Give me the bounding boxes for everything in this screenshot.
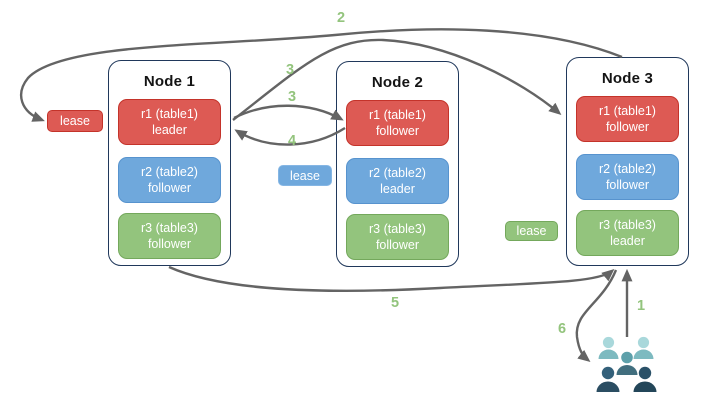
lease-badge-red: lease (47, 110, 103, 132)
node-2-box: Node 2 r1 (table1) follower r2 (table2) … (336, 61, 459, 267)
node-3-box: Node 3 r1 (table1) follower r2 (table2) … (566, 57, 689, 266)
node-1-box: Node 1 r1 (table1) leader r2 (table2) fo… (108, 60, 231, 266)
node-3-replica-r2: r2 (table2) follower (576, 154, 679, 200)
arrow-label-1: 1 (636, 298, 646, 314)
replica-role-label: leader (610, 234, 645, 248)
node-1-title: Node 1 (143, 73, 196, 90)
replica-role-label: follower (375, 124, 420, 138)
replica-role-label: follower (147, 237, 192, 251)
arrow-label-6: 6 (557, 321, 567, 337)
users-group-icon (596, 336, 657, 392)
replica-range-label: r2 (table2) (141, 164, 198, 179)
arrow-5-node1-to-node3 (168, 265, 615, 293)
replica-role-label: leader (152, 123, 187, 137)
person-front-left-icon (596, 366, 620, 392)
person-back-left-icon (598, 336, 619, 359)
replica-role-label: follower (147, 181, 192, 195)
replica-range-label: r1 (table1) (141, 106, 198, 121)
node-2-replica-r1: r1 (table1) follower (346, 100, 449, 146)
replica-range-label: r3 (table3) (369, 221, 426, 236)
node-3-title: Node 3 (601, 70, 654, 87)
node-3-replica-r1: r1 (table1) follower (576, 96, 679, 142)
node-1-replica-r2: r2 (table2) follower (118, 157, 221, 203)
node-1-replica-r3: r3 (table3) follower (118, 213, 221, 259)
replica-role-label: follower (605, 178, 650, 192)
replica-range-label: r1 (table1) (369, 107, 426, 122)
node-1-replica-r1: r1 (table1) leader (118, 99, 221, 145)
replica-role-label: leader (380, 182, 415, 196)
replica-role-label: follower (605, 120, 650, 134)
replica-range-label: r3 (table3) (599, 217, 656, 232)
arrow-label-5: 5 (390, 295, 400, 311)
node-2-title: Node 2 (371, 74, 424, 91)
replica-range-label: r3 (table3) (141, 220, 198, 235)
replica-range-label: r2 (table2) (369, 165, 426, 180)
arrow-label-3b: 3 (287, 89, 297, 105)
node-3-replica-r3: r3 (table3) leader (576, 210, 679, 256)
node-2-replica-r3: r3 (table3) follower (346, 214, 449, 260)
person-front-right-icon (633, 366, 657, 392)
arrow-3-replicate-to-node2 (233, 104, 344, 121)
replica-range-label: r1 (table1) (599, 103, 656, 118)
replica-range-label: r2 (table2) (599, 161, 656, 176)
replica-role-label: follower (375, 238, 420, 252)
node-2-replica-r2: r2 (table2) leader (346, 158, 449, 204)
lease-badge-green: lease (505, 221, 558, 241)
arrow-label-3a: 3 (285, 62, 295, 78)
person-back-right-icon (633, 336, 654, 359)
lease-badge-blue: lease (278, 165, 332, 186)
arrow-label-4: 4 (287, 133, 297, 149)
person-middle-icon (616, 351, 638, 375)
arrow-label-2: 2 (336, 10, 346, 26)
